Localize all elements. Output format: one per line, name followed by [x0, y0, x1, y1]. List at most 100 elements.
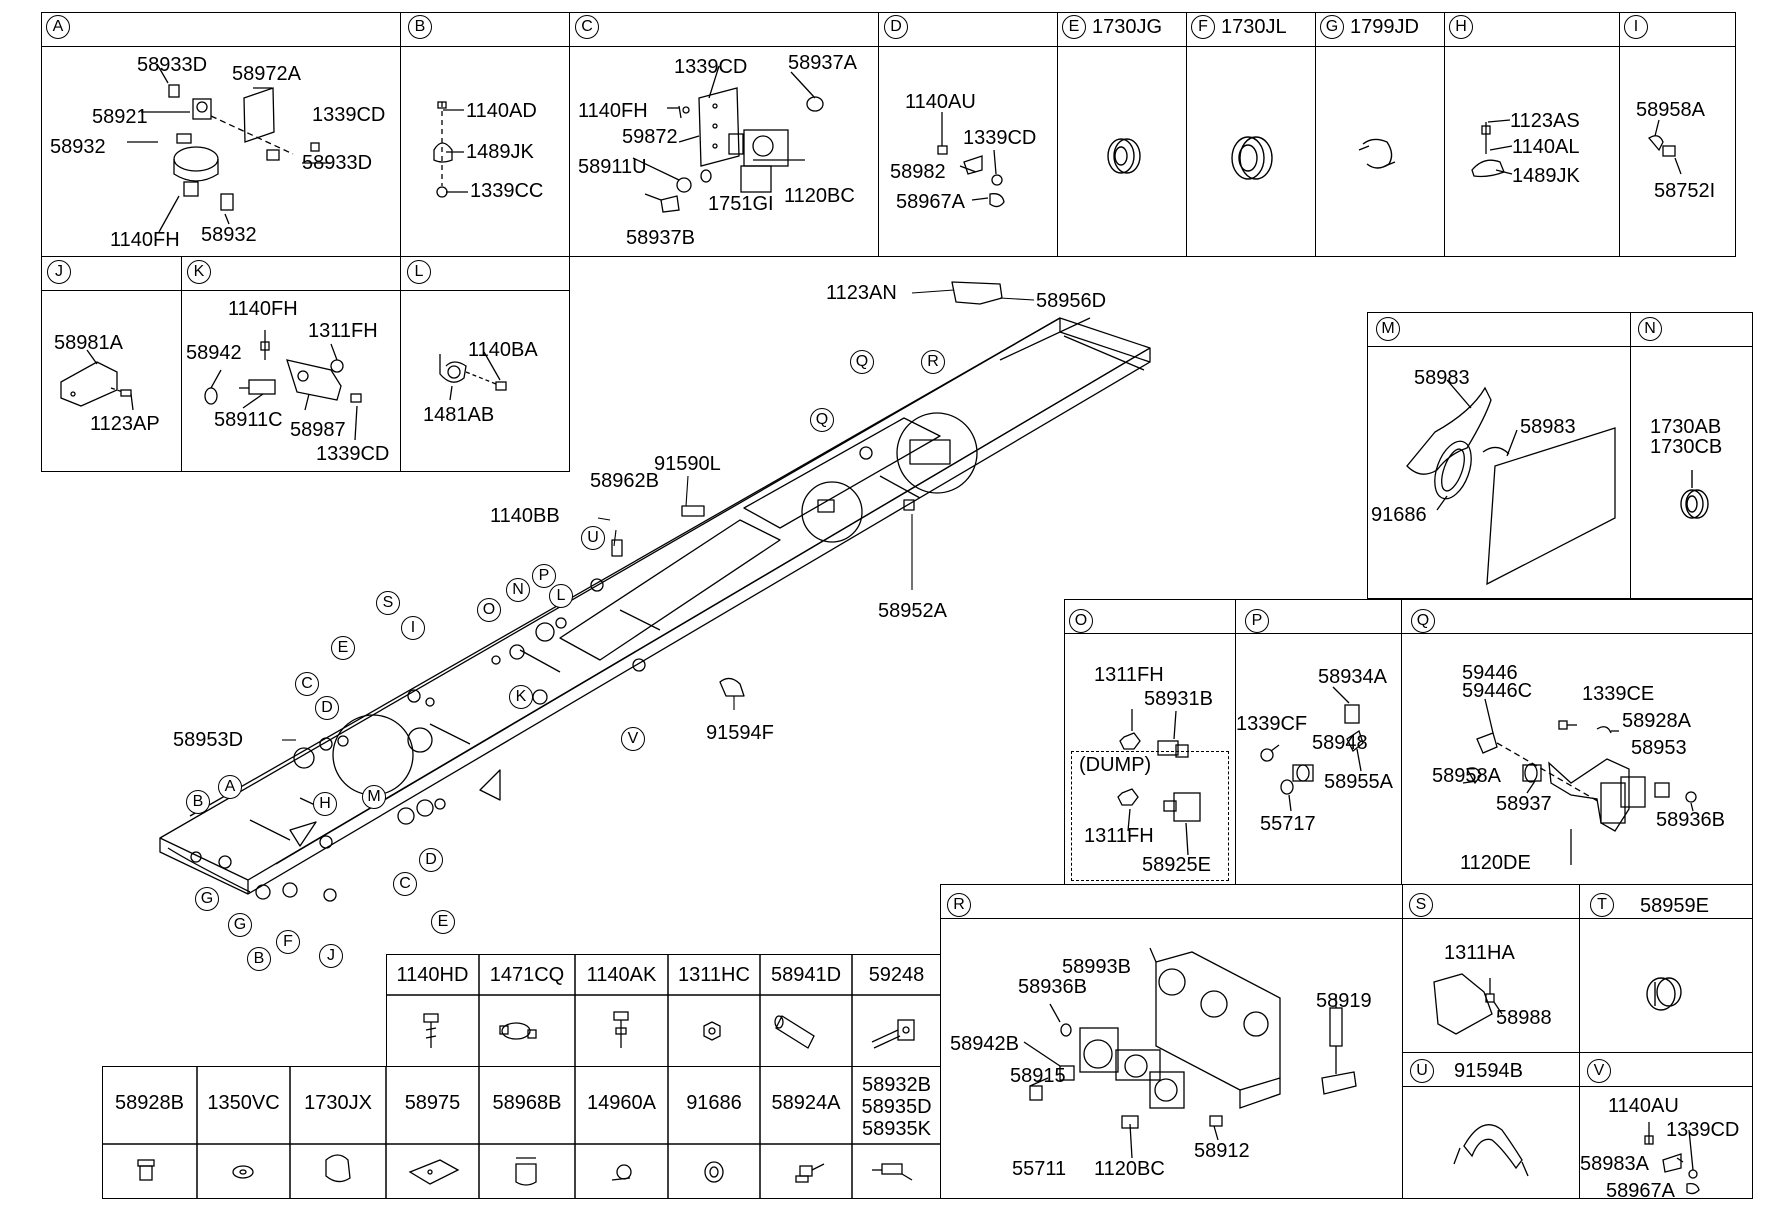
sleeve-icon — [774, 1015, 815, 1049]
part-label: 1339CF — [1236, 713, 1308, 735]
part-code: 1730JG — [1092, 16, 1163, 38]
frame-part-label: 58953D — [173, 729, 244, 751]
section-n — [1630, 312, 1753, 599]
part-label: 1489JK — [1512, 165, 1580, 187]
section-d-header — [879, 13, 1057, 47]
section-l-drawing — [439, 351, 507, 401]
table-cell-code: 1140HD — [396, 964, 469, 986]
part-label: 58988 — [1496, 1007, 1552, 1029]
section-m-drawing — [1406, 379, 1616, 586]
bolt-icon — [423, 1013, 439, 1048]
part-label: 58987 — [290, 419, 346, 441]
part-code: 58959E — [1640, 895, 1709, 917]
part-label: 58931B — [1144, 688, 1213, 710]
table-cell-code: 58975 — [404, 1092, 461, 1114]
grommet-icon — [325, 1154, 351, 1183]
part-label: 1140FH — [228, 298, 298, 320]
part-label: 58936B — [1656, 809, 1725, 831]
section-m-marker: M — [1376, 317, 1400, 341]
frame-marker-m: M — [362, 785, 386, 809]
section-u-drawing — [1453, 1124, 1529, 1177]
part-label: 1311FH — [1094, 664, 1164, 686]
section-f-header — [1187, 13, 1315, 47]
frame-marker-p: P — [532, 564, 556, 588]
part-label: 58752I — [1654, 180, 1716, 202]
table-cell-code: 59248 — [868, 964, 925, 986]
section-r-marker: R — [947, 893, 971, 917]
part-label: 58967A — [896, 191, 965, 213]
part-label: 58972A — [232, 63, 301, 85]
part-label: 58928A — [1622, 710, 1691, 732]
dump-variant-box — [1071, 751, 1229, 881]
part-label: 1481AB — [423, 404, 495, 426]
part-code: 91594B — [1454, 1060, 1523, 1082]
section-i-header — [1620, 13, 1735, 47]
section-l-marker: L — [407, 260, 431, 284]
frame-marker-u: U — [581, 526, 605, 550]
table-cell-code: 58968B — [492, 1092, 562, 1114]
section-o-drawing — [1117, 709, 1201, 856]
frame-part-label: 1140BB — [490, 505, 560, 527]
part-label: 1120BC — [784, 185, 855, 207]
frame-marker-l: L — [549, 584, 573, 608]
plug-icon — [137, 1159, 155, 1181]
part-label: 58982 — [890, 161, 946, 183]
part-label: 58911C — [214, 409, 283, 431]
frame-marker-a: A — [218, 775, 242, 799]
section-h-header — [1445, 13, 1619, 47]
table-cell-code-multi: 58932B 58935D 58935K — [861, 1074, 932, 1140]
section-s-header — [1403, 885, 1579, 919]
frame-marker-e: E — [331, 636, 355, 660]
part-label: 1140AU — [1608, 1095, 1679, 1117]
section-q-drawing — [1462, 698, 1697, 865]
section-s-drawing — [1433, 973, 1503, 1035]
section-b-drawing — [433, 101, 468, 198]
part-label: 1339CD — [316, 443, 390, 465]
part-code: 1799JD — [1350, 16, 1419, 38]
part-label: 58942 — [186, 342, 242, 364]
section-a-drawing — [127, 63, 331, 233]
frame-marker-g: G — [195, 887, 219, 911]
section-e-drawing — [1107, 138, 1141, 174]
section-g-header — [1316, 13, 1444, 47]
dump-variant-label: (DUMP) — [1079, 754, 1152, 776]
part-label: 58967A — [1606, 1180, 1675, 1202]
section-a-header — [42, 13, 400, 47]
part-label: 1751GI — [708, 193, 774, 215]
part-label: 58993B — [1062, 956, 1131, 978]
fitting-icon — [795, 1163, 825, 1183]
table-cell-code: 1311HC — [678, 964, 750, 986]
part-label: 58937 — [1496, 793, 1552, 815]
section-t-header — [1580, 885, 1752, 919]
part-label: 1140AD — [466, 100, 537, 122]
section-j-drawing — [60, 349, 134, 411]
frame-part-label: 91590L — [654, 453, 721, 475]
parts-table-row2 — [102, 1066, 941, 1199]
part-label: 1140FH — [110, 229, 180, 251]
frame-part-label: 91594F — [706, 722, 774, 744]
part-code: 1730JL — [1221, 16, 1287, 38]
part-label: 58919 — [1316, 990, 1372, 1012]
valve-icon — [872, 1163, 913, 1181]
part-label: 1123AP — [90, 413, 160, 435]
frame-marker-c: C — [295, 672, 319, 696]
part-label: 1730AB — [1650, 416, 1722, 438]
frame-marker-q: Q — [810, 408, 834, 432]
frame-marker-r: R — [921, 350, 945, 374]
clamp-icon — [499, 1022, 537, 1040]
part-label: 59872 — [622, 126, 678, 148]
bracket-icon — [408, 1159, 460, 1185]
section-l-header — [401, 257, 569, 291]
section-k-marker: K — [187, 260, 211, 284]
part-label: 1311FH — [1084, 825, 1154, 847]
part-label: 58932 — [50, 136, 106, 158]
part-label: 58936B — [1018, 976, 1087, 998]
section-n-header — [1631, 313, 1752, 347]
part-label: 55711 — [1012, 1158, 1067, 1180]
part-label: 1140FH — [578, 100, 648, 122]
frame-marker-s: S — [376, 591, 400, 615]
section-t-marker: T — [1590, 893, 1614, 917]
part-label: 58955A — [1324, 771, 1393, 793]
